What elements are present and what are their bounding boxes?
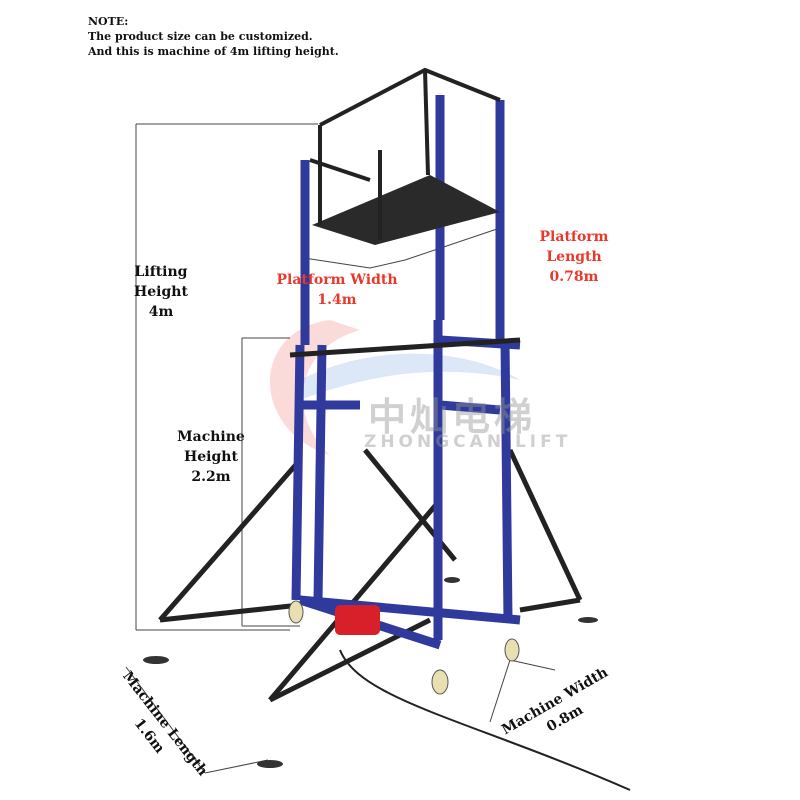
note-block: NOTE: The product size can be customized… [88,14,339,59]
guard-rail [309,67,501,240]
watermark-english: ZHONGCAN LIFT [364,432,572,452]
label-line: Height [134,284,188,300]
note-line: And this is machine of 4m lifting height… [88,45,339,58]
platform-width-label: Platform Width 1.4m [276,270,398,310]
power-cable [339,649,631,791]
cross-bar [289,337,521,358]
motor [335,605,380,635]
watermark-chinese: 中灿电梯 [368,395,537,439]
label-value: 1.4m [317,292,357,308]
platform-deck [312,175,500,245]
watermark-logo-swoosh [300,353,520,400]
label-line: Lifting [134,264,188,280]
dimension-lines [125,123,556,774]
label-line: Height [184,449,238,465]
label-value: 2.2m [191,469,231,485]
label-line: Machine [177,429,245,445]
note-heading: NOTE: [88,15,129,28]
outriggers [158,448,583,703]
caster-wheels [288,600,520,695]
lift-frame [291,95,521,650]
note-line: The product size can be customized. [88,30,313,43]
label-value: 0.78m [549,269,599,285]
label-line: Platform Length [539,229,609,265]
platform-length-label: Platform Length 0.78m [510,227,638,287]
outrigger-feet [143,577,598,768]
label-value: 4m [148,304,174,320]
machine-height-label: Machine Height 2.2m [175,427,247,487]
label-line: Platform Width [276,272,398,288]
lifting-height-label: Lifting Height 4m [130,262,192,322]
